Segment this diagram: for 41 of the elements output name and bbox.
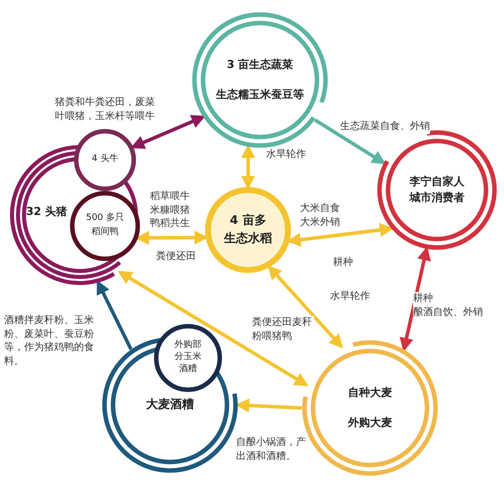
circle-node: [377, 130, 497, 250]
edge-label: 水旱轮作: [266, 148, 306, 162]
edge-label: 生态蔬菜自食、外销: [340, 120, 430, 134]
arrow: [286, 223, 394, 247]
node-label: 大麦酒糟: [146, 397, 194, 413]
circle-node: [70, 191, 140, 261]
edge-label: 自酿小锅酒，产出酒和酒糟。: [236, 436, 306, 463]
arrow: [118, 270, 308, 386]
arrow: [130, 115, 206, 149]
node-label: 稻间鸭: [92, 227, 118, 239]
node-label: 生态糯玉米蚕豆等: [216, 88, 304, 102]
circle-node: [192, 12, 328, 148]
node-label: 城市消费者: [410, 191, 464, 206]
node-label: 生态水稻: [224, 231, 272, 247]
circle-node: [154, 324, 222, 392]
arrow: [96, 280, 133, 350]
node-label: 4 头牛: [92, 154, 118, 166]
node-label: 32 头猪: [26, 205, 68, 220]
arrow: [135, 230, 208, 245]
edge-label: 酿酒自饮、外销: [413, 306, 483, 320]
edge-label: 水旱轮作: [330, 290, 370, 304]
circle-node: [205, 187, 291, 273]
arrow: [400, 246, 431, 352]
node-label: 3 亩生态蔬菜: [226, 58, 294, 72]
circle-node: [74, 129, 136, 191]
node-label: 外购部分玉米酒糟: [174, 340, 202, 376]
arrow: [235, 398, 302, 413]
arrow: [241, 144, 256, 190]
node-label: 李宁自家人: [410, 174, 464, 189]
node-label: 500 多只: [86, 213, 124, 225]
edge-label: 大米自食大米外销: [300, 202, 340, 229]
node-label: 自种大麦: [348, 386, 392, 400]
node-label: 4 亩多: [230, 213, 266, 229]
edge-label: 稻草喂牛米糠喂猪鸭稻共生: [150, 190, 190, 230]
note-label: 耕种: [413, 292, 433, 306]
edge-label: 粪便还田麦秆粉喂猪鸭: [252, 316, 314, 343]
arrow: [314, 118, 386, 164]
node-label: 外购大麦: [348, 416, 392, 430]
note-label: 耕种: [333, 256, 353, 270]
arrow: [268, 265, 344, 348]
note-label: 粪便还田: [156, 250, 196, 264]
